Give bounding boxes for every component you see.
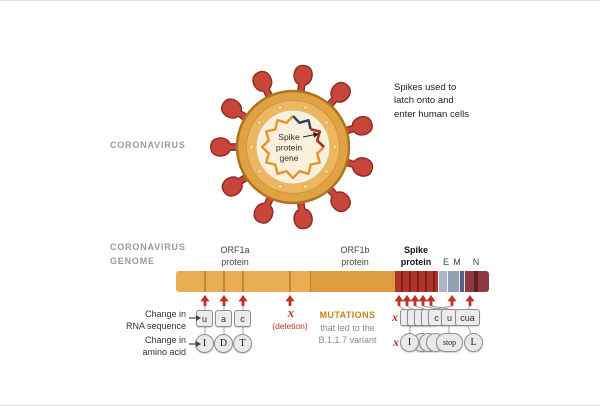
gene-label-line: protein	[276, 143, 302, 153]
genome-segment-orf1b	[310, 271, 395, 292]
genome-bar	[176, 271, 489, 292]
spike-gene-label: Spike protein gene	[276, 132, 302, 163]
mutation-arrow-icon	[418, 295, 428, 306]
mutation-arrow-icon	[465, 295, 475, 306]
mutation-arrow-icon	[219, 295, 229, 306]
rna-strand	[260, 115, 325, 180]
gene-label-line: gene	[279, 153, 298, 163]
mutation-arrow-icon	[410, 295, 420, 306]
mutations-note-body: that led to the B.1.1.7 variant	[318, 323, 377, 346]
deletion-x-mark: x	[393, 335, 399, 349]
mutation-arrow-icon	[426, 295, 436, 306]
region-label-orf1b: ORF1b protein	[340, 245, 370, 267]
rna-change-box: c	[234, 310, 251, 327]
mutation-arrow-icon	[285, 295, 295, 306]
rna-change-box: a	[215, 310, 232, 327]
genome-segment-m	[447, 271, 459, 292]
genome-segment-spike	[395, 271, 438, 292]
spike-gene-segment	[310, 128, 325, 148]
gene-label-line: Spike	[278, 132, 300, 142]
amino-change-circle: T	[233, 334, 252, 353]
mutation-arrow-icon	[394, 295, 404, 306]
genome-segment-accessory	[459, 271, 464, 292]
region-label-orf1a: ORF1a protein	[220, 245, 250, 267]
amino-change-circle: I	[400, 333, 419, 352]
amino-change-circle: D	[214, 334, 233, 353]
mutations-note: MUTATIONS that led to the B.1.1.7 varian…	[300, 310, 395, 346]
coronavirus-illustration: Spike protein gene	[210, 63, 376, 231]
gene-pointer-arrow	[302, 132, 319, 138]
region-label-m: M	[453, 257, 461, 267]
amino-change-circle: stop	[436, 333, 463, 352]
right-arrow-icon	[189, 341, 201, 347]
caption-amino-change: Change in amino acid	[142, 335, 186, 357]
rna-change-box: u	[196, 310, 213, 327]
mutation-arrow-icon	[402, 295, 412, 306]
mutations-note-title: MUTATIONS	[319, 310, 376, 320]
genome-segment-n	[464, 271, 489, 292]
spike-annotation: Spikes used to latch onto and enter huma…	[394, 82, 469, 120]
genome-segment-e	[438, 271, 447, 292]
genome-section-label: CORONAVIRUS GENOME	[110, 242, 186, 266]
mutation-arrow-icon	[238, 295, 248, 306]
caption-rna-change: Change in RNA sequence	[125, 309, 186, 331]
coronavirus-section-label: CORONAVIRUS	[110, 140, 186, 150]
right-arrow-icon	[189, 315, 201, 321]
deletion-x-mark: x	[287, 305, 295, 320]
region-label-n: N	[472, 257, 480, 267]
mutation-arrow-icon	[200, 295, 210, 306]
virus-membrane-dots	[248, 104, 338, 190]
deletion-label: (deletion)	[272, 321, 308, 331]
deletion-x-mark: x	[392, 310, 398, 324]
region-label-spike: Spike protein	[400, 245, 432, 267]
mutation-arrow-icon	[447, 295, 457, 306]
rna-strand-navy-segment	[292, 115, 312, 130]
region-label-e: E	[442, 257, 449, 267]
amino-change-circle: L	[464, 333, 483, 352]
rna-change-box: cua	[455, 309, 480, 326]
genome-segment-orf1a	[176, 271, 310, 292]
